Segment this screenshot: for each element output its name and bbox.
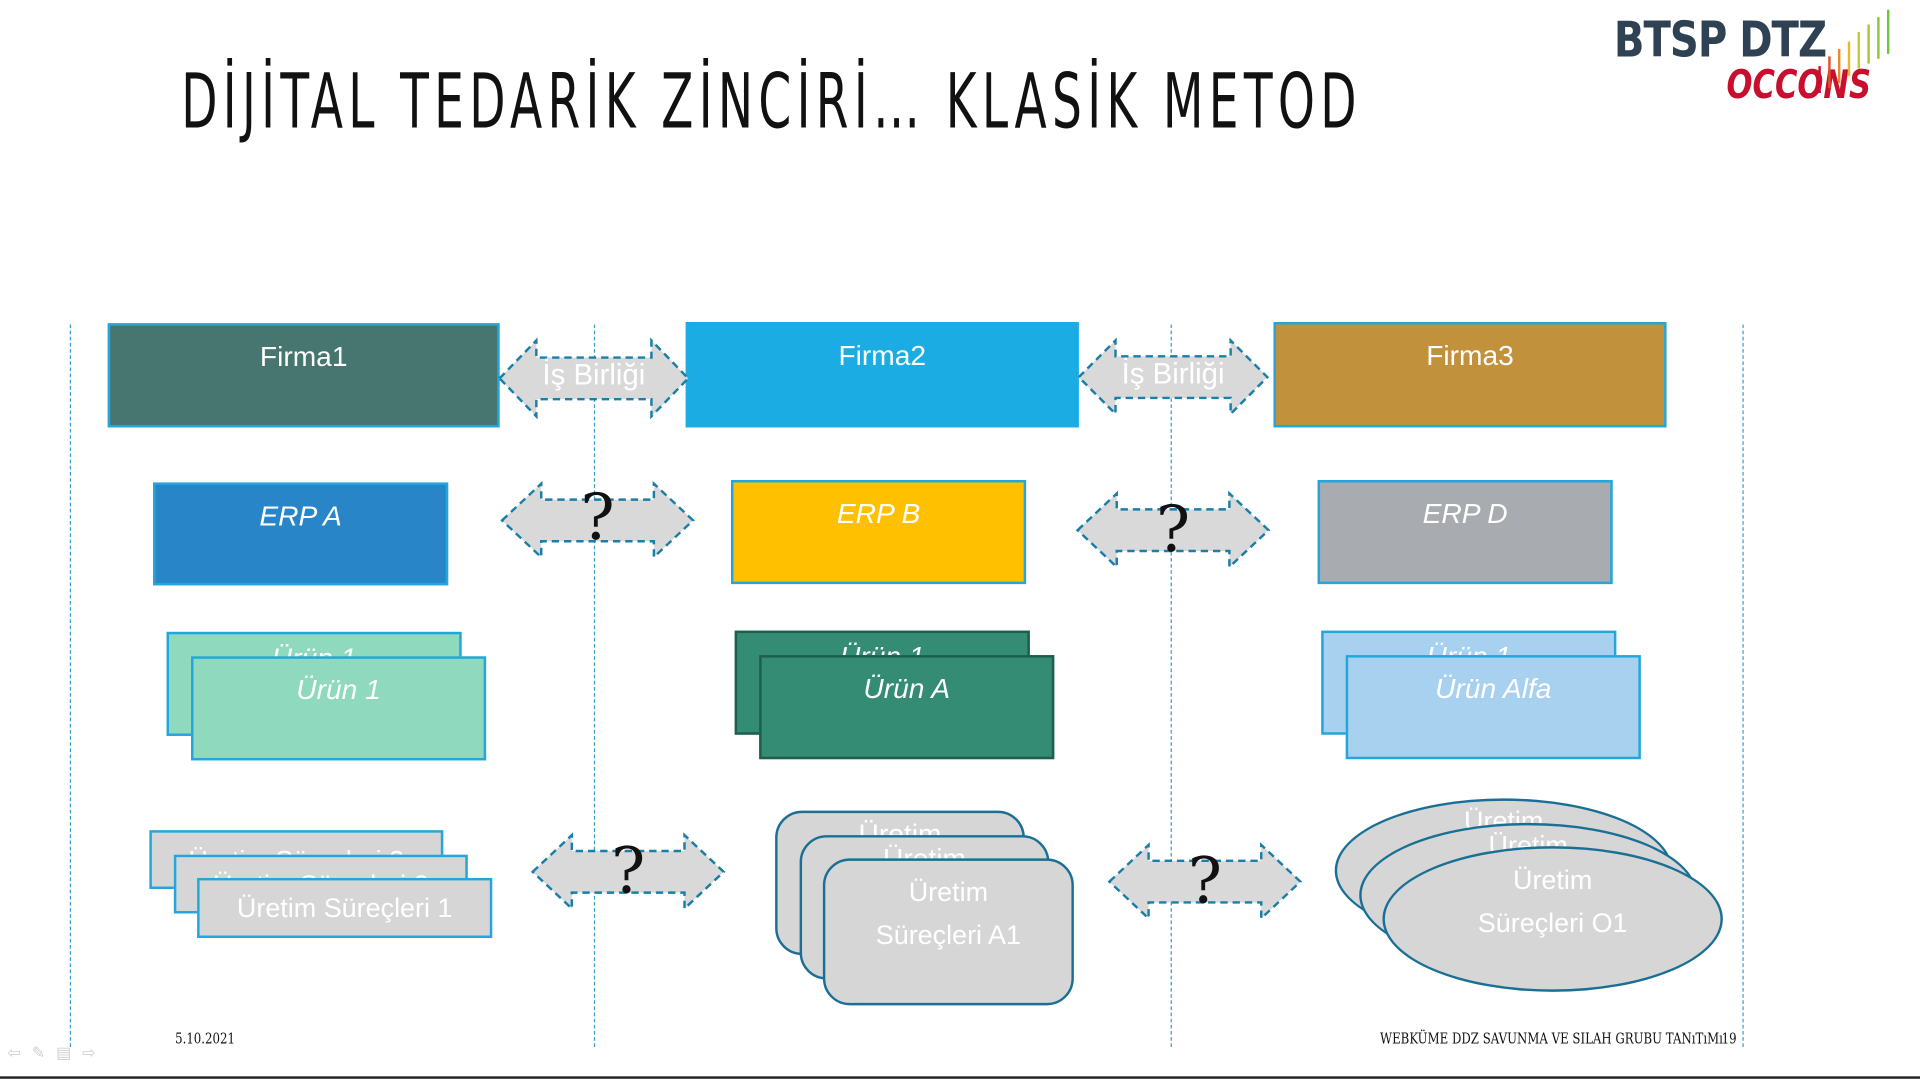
erp-box-b: ERP B [731, 480, 1027, 585]
erp-box-d: ERP D [1317, 480, 1613, 585]
product-card-front: Ürün Alfa [1345, 655, 1641, 760]
footer-center-text: WEBKÜME DDZ SAVUNMA VE SILAH GRUBU TANıT… [1380, 1029, 1723, 1047]
unknown-integration-arrow: ? [1075, 490, 1271, 570]
question-mark: ? [1155, 493, 1191, 567]
menu-icon[interactable]: ▤ [56, 1043, 83, 1062]
double-arrow-icon [1077, 337, 1270, 417]
company-box-firma1: Firma1 [107, 323, 500, 428]
cooperation-arrow: İş Birliği [1077, 337, 1270, 417]
process-label: Üretim Süreçleri 1 [236, 892, 453, 924]
product-label: Ürün Alfa [1435, 672, 1552, 705]
separator-line [1742, 324, 1744, 1047]
separator-line [69, 324, 72, 1047]
company-label: Firma3 [1426, 339, 1514, 372]
double-arrow-icon [1075, 490, 1271, 570]
prev-slide-icon[interactable]: ⇦ [7, 1043, 32, 1062]
product-label: Ürün 1 [296, 673, 381, 706]
erp-label: ERP D [1422, 497, 1508, 529]
process-card-front: Üretim Süreçleri A1 [822, 858, 1074, 1006]
bottom-border [0, 1076, 1920, 1079]
company-logo: BTSP DTZ OCCONS [1611, 7, 1910, 108]
process-label-line2: Süreçleri A1 [875, 919, 1022, 951]
slide-nav-controls[interactable]: ⇦✎▤⇨ [7, 1043, 106, 1063]
unknown-integration-arrow: ? [530, 832, 726, 912]
erp-box-a: ERP A [153, 482, 449, 586]
logo-text-secondary: OCCONS [1726, 61, 1871, 108]
erp-label: ERP B [836, 497, 921, 529]
process-card-front: Üretim Süreçleri 1 [197, 877, 493, 938]
product-label: Ürün A [863, 672, 951, 705]
cooperation-arrow: İş Birliği [497, 337, 690, 420]
cooperation-label: İş Birliği [542, 358, 646, 392]
next-slide-icon[interactable]: ⇨ [82, 1043, 107, 1062]
process-label-line2: Süreçleri O1 [1477, 907, 1628, 938]
company-label: Firma1 [259, 340, 348, 373]
double-arrow-icon [530, 832, 726, 912]
unknown-integration-arrow: ? [500, 480, 695, 560]
product-card-front: Ürün 1 [191, 656, 487, 761]
separator-line [1170, 324, 1172, 1047]
company-box-firma3: Firma3 [1273, 322, 1667, 428]
logo-text-primary: BTSP DTZ [1613, 12, 1827, 69]
separator-line [593, 324, 596, 1047]
pen-icon[interactable]: ✎ [31, 1043, 57, 1062]
double-arrow-icon [1107, 842, 1303, 922]
company-label: Firma2 [838, 339, 927, 372]
slide-title: DİJİTAL TEDARİK ZİNCİRİ… KLASİK METOD [181, 56, 1362, 146]
footer-date: 5.10.2021 [175, 1029, 235, 1047]
question-mark: ? [580, 481, 615, 555]
process-ellipse-front: Üretim Süreçleri O1 [1382, 846, 1723, 992]
process-label-line1: Üretim [1513, 864, 1593, 896]
double-arrow-icon [500, 480, 695, 560]
process-label-line1: Üretim [908, 876, 989, 908]
footer-page-number: 19 [1721, 1029, 1737, 1047]
question-mark: ? [611, 835, 646, 909]
erp-label: ERP A [259, 499, 342, 532]
product-card-front: Ürün A [759, 655, 1055, 760]
company-box-firma2: Firma2 [685, 322, 1079, 428]
double-arrow-icon [497, 337, 690, 420]
logo-bars-icon [1818, 9, 1890, 94]
question-mark: ? [1187, 844, 1222, 919]
cooperation-label: İş Birliği [1121, 357, 1225, 391]
unknown-integration-arrow: ? [1107, 842, 1303, 922]
